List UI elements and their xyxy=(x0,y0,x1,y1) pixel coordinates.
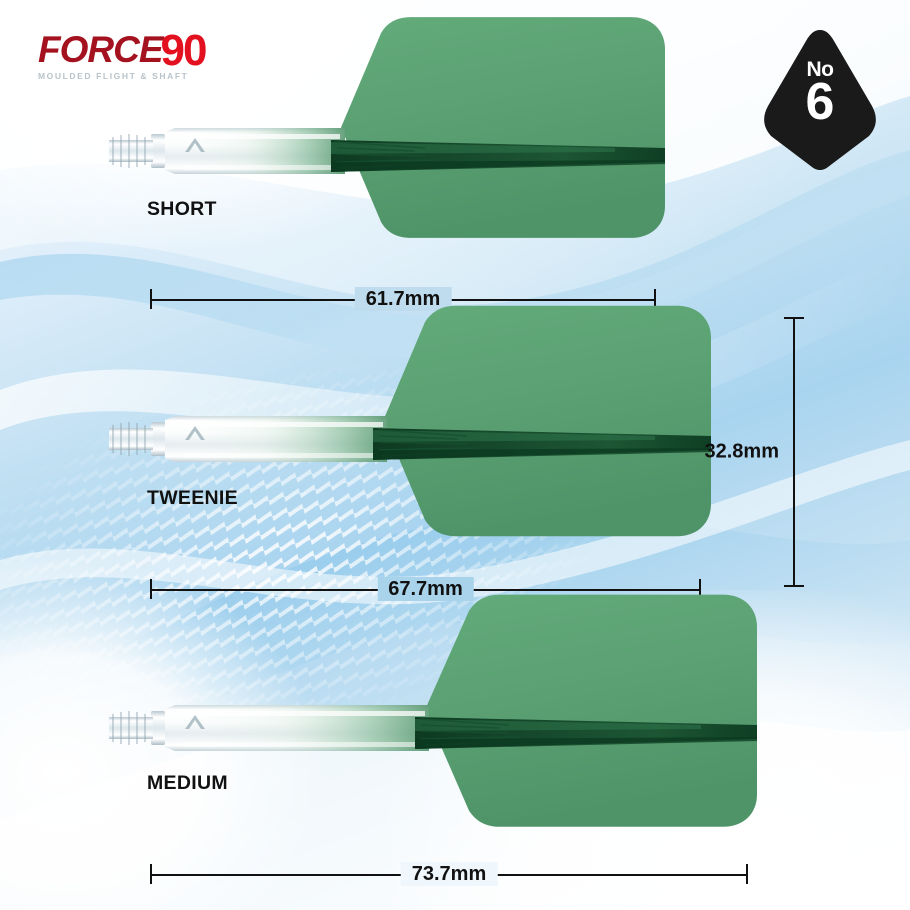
brand-name-accent: 90 xyxy=(160,26,208,75)
variant-label-tweenie: TWEENIE xyxy=(147,487,238,509)
flight-spine-short xyxy=(331,140,665,172)
variant-label-medium: MEDIUM xyxy=(147,772,228,794)
dimension-cap-left xyxy=(150,289,152,309)
mission-m-logo-icon xyxy=(185,138,205,152)
dimension-length-short: 61.7mm xyxy=(150,287,656,311)
flight-vane-medium xyxy=(425,594,757,827)
badge-number-label: 6 xyxy=(805,73,835,131)
variant-label-short: SHORT xyxy=(147,198,217,220)
flight-vane-short xyxy=(341,17,665,238)
dimension-cap-right xyxy=(699,579,701,599)
dimension-value-short: 61.7mm xyxy=(354,287,452,311)
mission-m-logo-icon xyxy=(185,426,205,440)
dimension-cap-right xyxy=(746,864,748,884)
dimension-value-medium: 73.7mm xyxy=(400,862,498,886)
dimension-flight-height: 32.8mm xyxy=(705,317,805,587)
brand-tagline: MOULDED FLIGHT & SHAFT xyxy=(38,71,189,81)
dimension-line xyxy=(793,317,795,587)
flight-spine-tweenie xyxy=(373,428,711,460)
dimension-cap-left xyxy=(150,864,152,884)
mission-m-logo-icon xyxy=(185,715,205,729)
badge-flight-shape-icon xyxy=(764,30,876,170)
dimension-cap-right xyxy=(654,289,656,309)
dart-assembly-tweenie xyxy=(95,305,755,580)
dimension-cap-bottom xyxy=(784,585,804,587)
shaft-short xyxy=(109,128,345,174)
flight-number-badge: No 6 xyxy=(760,28,880,172)
dimension-cap-top xyxy=(784,317,804,319)
flight-vane-tweenie xyxy=(383,305,711,537)
dart-assembly-medium xyxy=(95,594,805,872)
shaft-medium xyxy=(109,705,429,751)
dimension-value-flight-height: 32.8mm xyxy=(704,440,780,463)
dart-assembly-short xyxy=(95,17,705,292)
dimension-cap-left xyxy=(150,579,152,599)
badge-prefix-label: No xyxy=(806,58,835,81)
flight-spine-medium xyxy=(415,717,757,749)
dimension-length-tweenie: 67.7mm xyxy=(150,577,701,601)
dimension-value-tweenie: 67.7mm xyxy=(377,577,474,601)
brand-logo: FORCE 90 MOULDED FLIGHT & SHAFT xyxy=(38,26,208,82)
dimension-length-medium: 73.7mm xyxy=(150,862,748,886)
shaft-tweenie xyxy=(109,416,387,462)
brand-name-main: FORCE xyxy=(38,29,163,70)
